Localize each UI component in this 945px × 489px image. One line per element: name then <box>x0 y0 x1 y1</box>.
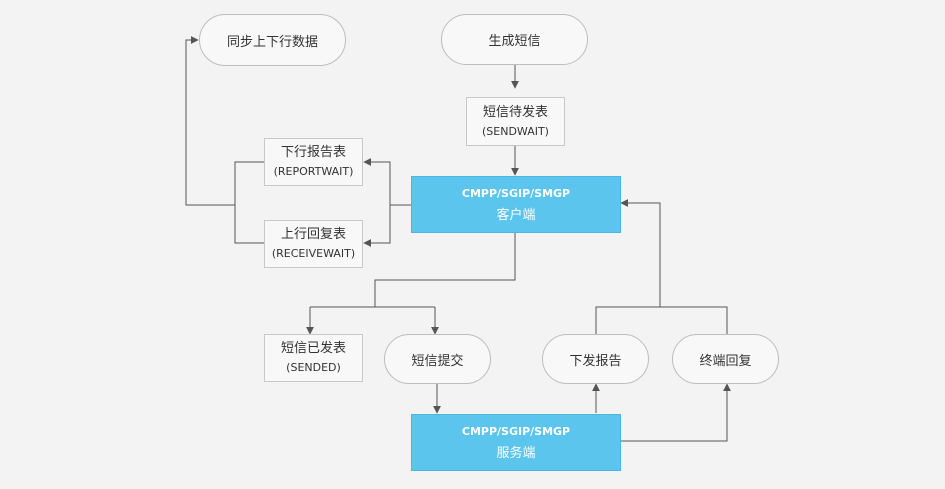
server-node: CMPP/SGIP/SMGP 服务端 <box>411 414 621 471</box>
terminal-reply-label: 终端回复 <box>699 353 752 369</box>
sms-sent-name: 短信已发表 <box>280 341 346 356</box>
client-protocol: CMPP/SGIP/SMGP <box>461 186 571 200</box>
arrow-client-to-report <box>363 158 411 206</box>
server-name: 服务端 <box>496 445 536 461</box>
client-node: CMPP/SGIP/SMGP 客户端 <box>411 176 621 233</box>
arrow-client-to-reply <box>363 205 391 247</box>
report-table: 下行报告表 (REPORTWAIT) <box>264 138 363 186</box>
server-protocol: CMPP/SGIP/SMGP <box>461 424 571 438</box>
sms-sent-table: 短信已发表 (SENDED) <box>264 334 363 382</box>
line-client-down <box>374 233 516 307</box>
sms-pending-name: 短信待发表 <box>482 104 548 120</box>
line-report-up <box>595 306 728 334</box>
deliver-report-label: 下发报告 <box>569 353 622 369</box>
generate-sms-node: 生成短信 <box>441 14 588 65</box>
arrow-up-to-client <box>620 199 661 307</box>
report-table-code: (REPORTWAIT) <box>273 165 354 178</box>
sms-pending-code: (SENDWAIT) <box>482 124 549 138</box>
reply-table: 上行回复表 (RECEIVEWAIT) <box>264 220 363 268</box>
sms-sent-code: (SENDED) <box>286 361 341 374</box>
client-name: 客户端 <box>496 207 536 223</box>
sync-data-label: 同步上下行数据 <box>226 34 318 50</box>
line-report-to-bus <box>234 161 264 244</box>
sms-pending-table: 短信待发表 (SENDWAIT) <box>466 97 565 146</box>
terminal-reply-node: 终端回复 <box>672 334 779 384</box>
arrow-server-to-reply <box>621 383 731 442</box>
arrow-bus-to-sync <box>185 36 235 206</box>
sms-submit-label: 短信提交 <box>411 353 464 369</box>
generate-sms-label: 生成短信 <box>488 34 541 49</box>
reply-table-code: (RECEIVEWAIT) <box>271 247 356 260</box>
report-table-name: 下行报告表 <box>280 145 346 160</box>
reply-table-name: 上行回复表 <box>280 227 346 242</box>
sms-submit-node: 短信提交 <box>384 334 491 384</box>
deliver-report-node: 下发报告 <box>542 334 649 384</box>
sync-data-node: 同步上下行数据 <box>199 14 346 66</box>
